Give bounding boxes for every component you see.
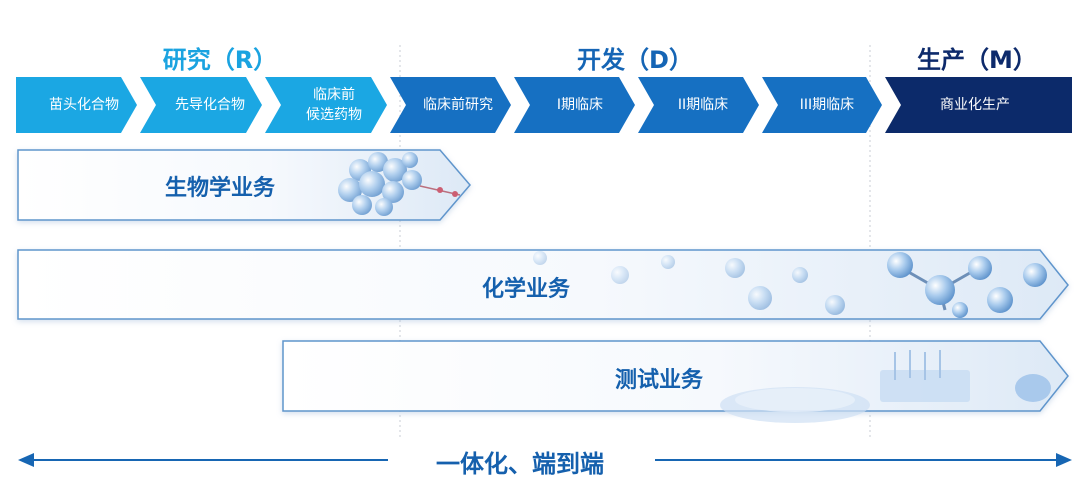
phase-development-label: 开发（D）	[577, 46, 693, 74]
stage-chevron	[638, 77, 759, 133]
stage-chevron	[265, 77, 387, 133]
stage-lead-compound: 先导化合物	[175, 97, 245, 113]
molecule-image	[533, 251, 1047, 318]
protein-structure-image	[338, 152, 461, 216]
testing-business-bar	[282, 340, 1069, 412]
phase-research-label: 研究（R）	[162, 46, 278, 74]
stage-phase2-clinical: II期临床	[677, 97, 729, 113]
stage-chevrons	[16, 77, 1072, 133]
stage-chevron	[514, 77, 635, 133]
stage-commercial-production: 商业化生产	[940, 97, 1010, 113]
stage-preclinical-candidate: 临床前 候选药物	[306, 87, 362, 123]
stage-chevron	[140, 77, 262, 133]
biology-business-label: 生物学业务	[165, 176, 276, 201]
stage-chevron	[885, 77, 1072, 133]
lab-equipment-image	[720, 350, 1051, 423]
integration-label: 一体化、端到端	[436, 450, 604, 478]
phase-manufacturing-label: 生产（M）	[917, 46, 1037, 74]
stage-phase1-clinical: I期临床	[556, 97, 604, 113]
chemistry-business-bar	[17, 249, 1069, 320]
stage-chevron	[390, 77, 511, 133]
testing-business-label: 测试业务	[615, 368, 704, 393]
arrow-right-icon	[1056, 453, 1072, 467]
stage-hit-compound: 苗头化合物	[49, 97, 119, 113]
arrow-left-icon	[18, 453, 34, 467]
integration-arrow	[18, 453, 1072, 467]
chemistry-business-label: 化学业务	[482, 277, 571, 302]
stage-chevron	[16, 77, 137, 133]
stage-preclinical-research: 临床前研究	[423, 97, 493, 113]
stage-phase3-clinical: III期临床	[799, 97, 855, 113]
stage-chevron	[762, 77, 882, 133]
